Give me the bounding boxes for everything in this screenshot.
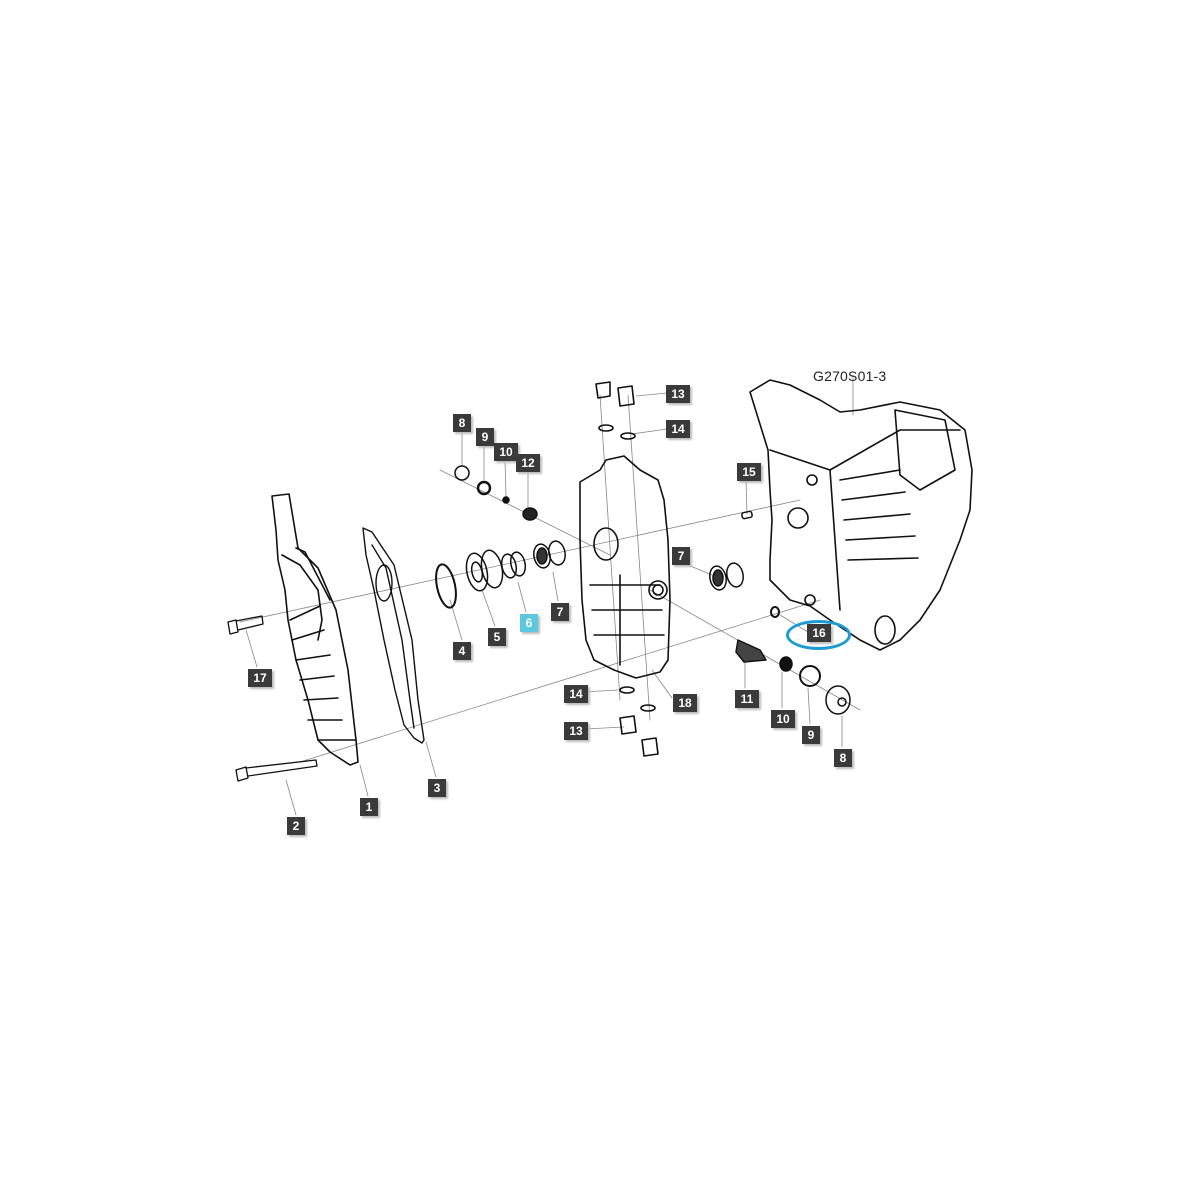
callout-8[interactable]: 8 xyxy=(453,414,471,432)
callout-4[interactable]: 4 xyxy=(453,642,471,660)
callout-16-circled[interactable]: 16 xyxy=(807,624,831,642)
part-bolt-short xyxy=(227,615,264,635)
callout-6-selected[interactable]: 6 xyxy=(520,614,538,632)
callout-14-bottom[interactable]: 14 xyxy=(564,685,588,703)
highlight-ring xyxy=(786,620,851,650)
part-cover xyxy=(271,493,359,766)
callout-13-bottom[interactable]: 13 xyxy=(564,722,588,740)
callout-11[interactable]: 11 xyxy=(735,690,759,708)
assembly-axis-lines xyxy=(239,374,861,816)
callout-14[interactable]: 14 xyxy=(666,420,690,438)
parts-top-valve xyxy=(454,465,538,521)
part-gasket xyxy=(362,527,425,744)
callout-18[interactable]: 18 xyxy=(673,694,697,712)
callout-12[interactable]: 12 xyxy=(516,454,540,472)
callout-2[interactable]: 2 xyxy=(287,817,305,835)
callout-9[interactable]: 9 xyxy=(476,428,494,446)
callout-10[interactable]: 10 xyxy=(494,443,518,461)
callout-15[interactable]: 15 xyxy=(737,463,761,481)
callout-10-right[interactable]: 10 xyxy=(771,710,795,728)
callout-8-right[interactable]: 8 xyxy=(834,749,852,767)
part-o-ring xyxy=(435,563,457,609)
callout-7[interactable]: 7 xyxy=(551,603,569,621)
callout-9-right[interactable]: 9 xyxy=(802,726,820,744)
part-intermediate-housing xyxy=(579,381,671,757)
callout-17[interactable]: 17 xyxy=(248,669,272,687)
part-needle-bearing-1 xyxy=(533,540,566,569)
parts-right-valve xyxy=(709,510,851,715)
diagram-reference-code: G270S01-3 xyxy=(813,368,887,384)
callout-3[interactable]: 3 xyxy=(428,779,446,797)
callout-7-right[interactable]: 7 xyxy=(672,547,690,565)
part-spacer-ring xyxy=(500,551,527,579)
part-gearbox-housing xyxy=(749,379,973,651)
callout-13[interactable]: 13 xyxy=(666,385,690,403)
callout-5[interactable]: 5 xyxy=(488,628,506,646)
callout-1[interactable]: 1 xyxy=(360,798,378,816)
part-ball-bearing xyxy=(465,549,504,592)
part-bolt-long xyxy=(235,759,318,782)
